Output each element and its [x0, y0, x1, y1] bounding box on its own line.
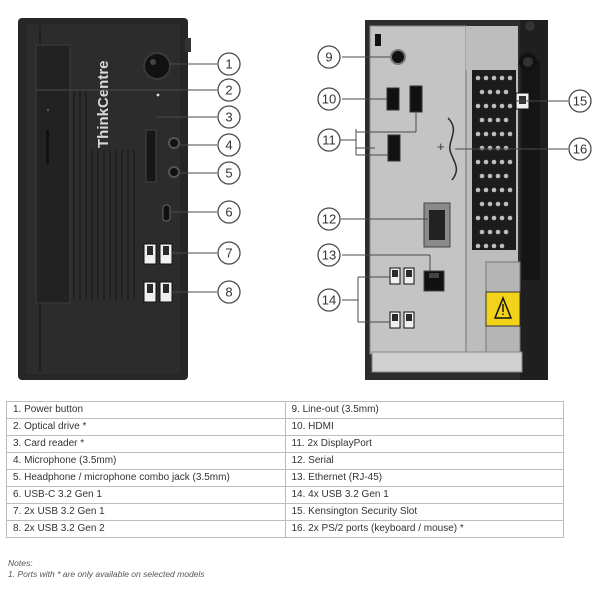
table-row: 5. Headphone / microphone combo jack (3.… — [6, 469, 564, 487]
svg-text:13: 13 — [322, 248, 336, 263]
notes: Notes: 1. Ports with * are only availabl… — [8, 558, 205, 580]
microphone-jack[interactable] — [168, 137, 180, 149]
rear-io-panel — [369, 25, 467, 355]
front-usb-gen1 — [143, 243, 173, 265]
line-out-jack[interactable] — [390, 49, 406, 65]
svg-text:12: 12 — [322, 212, 336, 227]
card-reader-slot — [145, 129, 157, 183]
displayport-2[interactable] — [387, 134, 401, 162]
callout-9: 9 — [317, 45, 341, 69]
rear-view: + — [365, 20, 548, 380]
front-leader-lines — [55, 63, 217, 293]
callout-4: 4 — [217, 133, 241, 157]
svg-text:+: + — [437, 139, 445, 154]
callout-2: 2 — [217, 78, 241, 102]
table-row: 4. Microphone (3.5mm)12. Serial — [6, 452, 564, 470]
svg-text:2: 2 — [225, 83, 232, 98]
front-brand-text: ThinkCentre — [95, 60, 112, 148]
optical-drive-bay — [35, 44, 71, 304]
callout-11: 11 — [317, 128, 341, 152]
hdmi-port[interactable] — [386, 87, 400, 111]
combo-audio-jack[interactable] — [168, 166, 180, 178]
svg-text:9: 9 — [325, 50, 332, 65]
legend-cell: 8. 2x USB 3.2 Gen 2 — [6, 520, 286, 538]
legend-cell: 14. 4x USB 3.2 Gen 1 — [284, 486, 564, 504]
legend-cell: 2. Optical drive * — [6, 418, 286, 436]
svg-text:11: 11 — [322, 133, 336, 148]
callout-14: 14 — [317, 288, 341, 312]
callout-15: 15 — [568, 89, 592, 113]
svg-text:10: 10 — [322, 92, 336, 107]
warning-label — [485, 291, 521, 327]
table-row: 3. Card reader *11. 2x DisplayPort — [6, 435, 564, 453]
legend-cell: 9. Line-out (3.5mm) — [284, 401, 564, 419]
svg-text:5: 5 — [225, 166, 232, 181]
power-button[interactable] — [143, 52, 171, 80]
svg-text:7: 7 — [225, 246, 232, 261]
svg-text:16: 16 — [573, 142, 587, 157]
callout-1: 1 — [217, 52, 241, 76]
rear-leader-lines — [341, 56, 568, 323]
serial-port[interactable] — [429, 210, 445, 240]
callout-12: 12 — [317, 207, 341, 231]
callouts: 1 2 3 4 5 6 7 8 9 10 11 12 13 14 15 16 — [217, 45, 592, 312]
svg-text:8: 8 — [225, 285, 232, 300]
callout-6: 6 — [217, 200, 241, 224]
front-usb-gen2 — [143, 281, 173, 303]
usb-c-port[interactable] — [162, 204, 171, 222]
rear-usb-ports — [389, 267, 415, 329]
front-view: ThinkCentre — [18, 18, 191, 380]
optical-eject-slot — [46, 130, 49, 164]
legend-cell: 3. Card reader * — [6, 435, 286, 453]
callout-8: 8 — [217, 280, 241, 304]
legend-cell: 15. Kensington Security Slot — [284, 503, 564, 521]
legend-cell: 1. Power button — [6, 401, 286, 419]
table-row: 2. Optical drive *10. HDMI — [6, 418, 564, 436]
callout-5: 5 — [217, 161, 241, 185]
svg-text:6: 6 — [225, 205, 232, 220]
legend-cell: 6. USB-C 3.2 Gen 1 — [6, 486, 286, 504]
legend-cell: 13. Ethernet (RJ-45) — [284, 469, 564, 487]
callout-7: 7 — [217, 241, 241, 265]
legend-cell: 10. HDMI — [284, 418, 564, 436]
legend-cell: 7. 2x USB 3.2 Gen 1 — [6, 503, 286, 521]
svg-text:1: 1 — [225, 57, 232, 72]
legend-cell: 5. Headphone / microphone combo jack (3.… — [6, 469, 286, 487]
svg-text:14: 14 — [322, 293, 336, 308]
callout-3: 3 — [217, 105, 241, 129]
svg-text:4: 4 — [225, 138, 232, 153]
legend-cell: 16. 2x PS/2 ports (keyboard / mouse) * — [284, 520, 564, 538]
notes-line: 1. Ports with * are only available on se… — [8, 569, 205, 579]
callout-10: 10 — [317, 87, 341, 111]
legend-cell: 11. 2x DisplayPort — [284, 435, 564, 453]
product-diagram: ThinkCentre — [18, 18, 592, 380]
legend-cell: 4. Microphone (3.5mm) — [6, 452, 286, 470]
displayport-1[interactable] — [409, 85, 423, 113]
ps2-knockout — [447, 117, 458, 181]
notes-title: Notes: — [8, 558, 33, 568]
callout-13: 13 — [317, 243, 341, 267]
svg-text:15: 15 — [573, 94, 587, 109]
legend-cell: 12. Serial — [284, 452, 564, 470]
callout-16: 16 — [568, 137, 592, 161]
svg-text:3: 3 — [225, 110, 232, 125]
